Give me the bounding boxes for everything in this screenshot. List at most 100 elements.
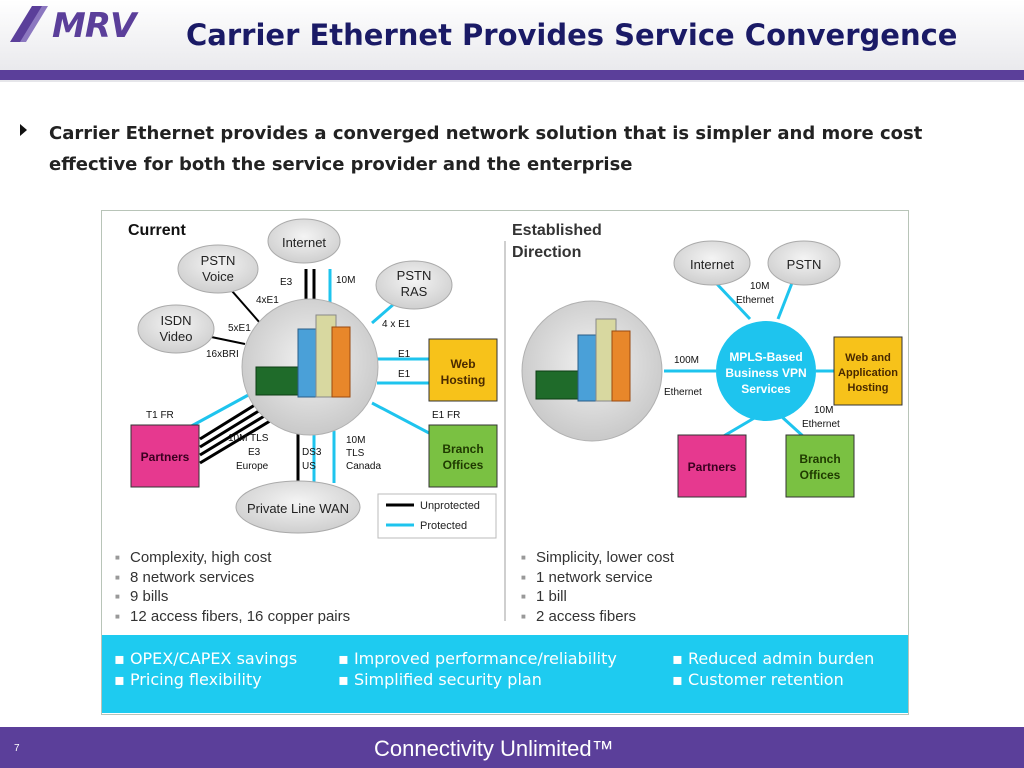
current-list-item: 9 bills [115, 588, 169, 605]
page-title: Carrier Ethernet Provides Service Conver… [186, 18, 958, 52]
svg-text:Branch: Branch [799, 452, 840, 466]
box-partners-current: Partners [130, 424, 200, 488]
header-divider [0, 70, 1024, 80]
heading-current: Current [128, 222, 186, 239]
svg-text:Private Line WAN: Private Line WAN [247, 501, 349, 516]
benefit-item: ▪ Customer retention [672, 670, 844, 689]
bullet-text: Carrier Ethernet provides a converged ne… [49, 123, 923, 175]
current-list-item: 8 network services [115, 569, 254, 586]
svg-text:Internet: Internet [282, 235, 326, 250]
svg-text:10M: 10M [814, 405, 833, 416]
svg-text:E1 FR: E1 FR [432, 410, 460, 421]
svg-text:Video: Video [159, 329, 192, 344]
svg-text:Hosting: Hosting [848, 382, 889, 394]
svg-text:Ethernet: Ethernet [736, 295, 774, 306]
svg-text:Offices: Offices [800, 468, 841, 482]
bullet-arrow-icon [20, 124, 27, 136]
line-legend: Unprotected Protected [377, 493, 497, 539]
svg-text:10M: 10M [336, 275, 355, 286]
slide-footer [0, 727, 1024, 768]
building-icon [255, 314, 351, 398]
box-web-application-hosting: Web and Application Hosting [833, 336, 903, 406]
svg-text:100M: 100M [674, 355, 699, 366]
cloud-pstn-voice: PSTN Voice [177, 244, 259, 294]
svg-text:10M TLS: 10M TLS [228, 433, 269, 444]
box-partners-established: Partners [677, 434, 747, 498]
box-branch-offices-established: Branch Offices [785, 434, 855, 498]
svg-text:PSTN: PSTN [397, 268, 432, 283]
cloud-internet-established: Internet [673, 240, 751, 286]
box-branch-offices: Branch Offices [428, 424, 498, 488]
svg-text:E1: E1 [398, 349, 411, 360]
cloud-isdn-video: ISDN Video [137, 304, 215, 354]
cloud-internet: Internet [267, 218, 341, 264]
svg-text:Hosting: Hosting [441, 373, 486, 387]
svg-text:Web and: Web and [845, 352, 891, 364]
slide-header [0, 0, 1024, 82]
svg-text:TLS: TLS [346, 448, 365, 459]
benefit-item: ▪ Simplified security plan [338, 670, 542, 689]
svg-text:Services: Services [741, 382, 791, 396]
svg-text:US: US [302, 461, 316, 472]
established-list-item: 1 network service [521, 569, 653, 586]
svg-text:Canada: Canada [346, 461, 381, 472]
established-link-labels: 10M Ethernet 100M Ethernet 10M Ethernet [664, 281, 840, 430]
network-diagram: Internet PSTN Voice PSTN RAS ISDN Video … [101, 210, 909, 715]
building-icon [535, 318, 631, 402]
svg-text:Ethernet: Ethernet [802, 419, 840, 430]
svg-text:DS3: DS3 [302, 447, 322, 458]
mpls-vpn-hub: MPLS-Based Business VPN Services [716, 321, 816, 421]
benefit-item: ▪ Pricing flexibility [114, 670, 262, 689]
svg-text:16xBRI: 16xBRI [206, 349, 239, 360]
established-links [664, 281, 834, 439]
current-list-item: Complexity, high cost [115, 549, 272, 566]
current-link-labels: E3 10M 4xE1 5xE1 16xBRI 4 x E1 E1 E1 E1 … [146, 275, 460, 472]
svg-text:T1 FR: T1 FR [146, 410, 174, 421]
svg-text:Europe: Europe [236, 461, 269, 472]
established-list-item: Simplicity, lower cost [521, 549, 674, 566]
established-list-item: 2 access fibers [521, 608, 636, 625]
legend-unprotected: Unprotected [420, 500, 480, 512]
benefits-band: ▪ OPEX/CAPEX savings ▪ Pricing flexibili… [102, 635, 908, 713]
svg-text:Internet: Internet [690, 257, 734, 272]
svg-text:Branch: Branch [442, 442, 483, 456]
box-web-hosting: Web Hosting [428, 338, 498, 402]
benefit-item: ▪ Reduced admin burden [672, 649, 875, 668]
mrv-logo: MRV [10, 6, 160, 46]
svg-text:PSTN: PSTN [201, 253, 236, 268]
svg-text:Offices: Offices [443, 458, 484, 472]
page-number: 7 [14, 743, 20, 754]
svg-text:10M: 10M [750, 281, 769, 292]
svg-text:Web: Web [450, 357, 475, 371]
svg-text:Partners: Partners [141, 450, 190, 464]
svg-text:10M: 10M [346, 435, 365, 446]
cloud-private-line-wan: Private Line WAN [235, 480, 361, 534]
footer-tagline: Connectivity Unlimited™ [374, 736, 614, 761]
svg-text:Business VPN: Business VPN [725, 366, 806, 380]
benefit-item: ▪ OPEX/CAPEX savings [114, 649, 298, 668]
svg-text:E3: E3 [280, 277, 293, 288]
legend-protected: Protected [420, 520, 467, 532]
svg-text:4xE1: 4xE1 [256, 295, 279, 306]
logo-slash-icon [10, 6, 48, 42]
svg-text:ISDN: ISDN [160, 313, 191, 328]
logo-text: MRV [52, 6, 136, 46]
svg-text:E1: E1 [398, 369, 411, 380]
svg-text:MPLS-Based: MPLS-Based [729, 350, 802, 364]
svg-text:E3: E3 [248, 447, 261, 458]
benefit-item: ▪ Improved performance/reliability [338, 649, 617, 668]
svg-text:5xE1: 5xE1 [228, 323, 251, 334]
svg-text:Partners: Partners [688, 460, 737, 474]
cloud-pstn-established: PSTN [767, 240, 841, 286]
current-list-item: 12 access fibers, 16 copper pairs [115, 608, 350, 625]
svg-text:Application: Application [838, 367, 898, 379]
svg-text:Ethernet: Ethernet [664, 387, 702, 398]
svg-text:4 x E1: 4 x E1 [382, 319, 411, 330]
svg-text:PSTN: PSTN [787, 257, 822, 272]
svg-text:Voice: Voice [202, 269, 234, 284]
diagram-canvas: Internet PSTN Voice PSTN RAS ISDN Video … [128, 218, 903, 621]
svg-text:RAS: RAS [401, 284, 428, 299]
heading-established-1: Established [512, 222, 602, 239]
established-list-item: 1 bill [521, 588, 567, 605]
cloud-pstn-ras: PSTN RAS [375, 260, 453, 310]
